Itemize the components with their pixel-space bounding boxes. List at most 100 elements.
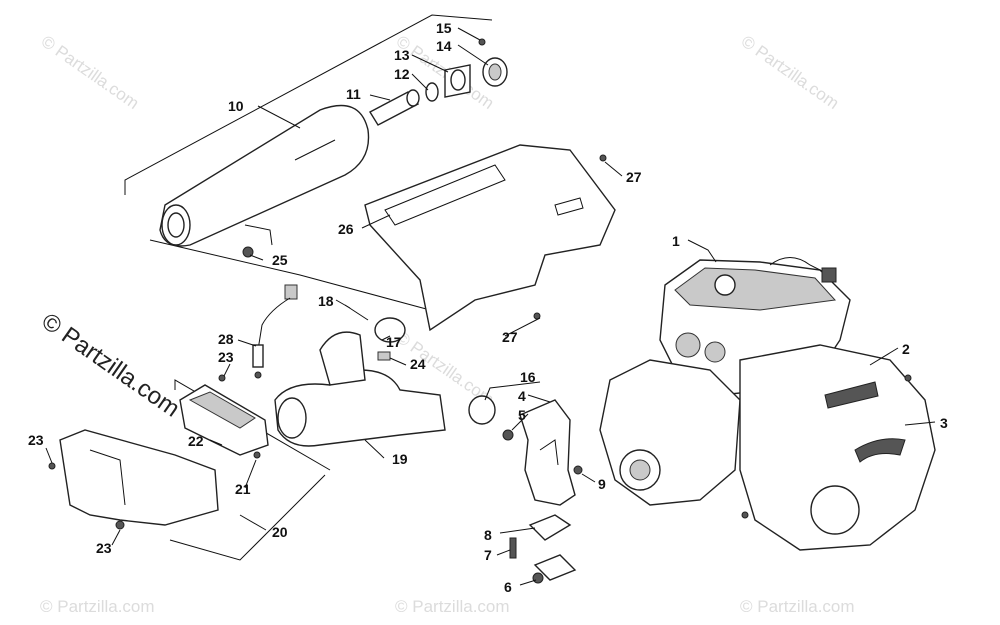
bolt-5 — [502, 429, 514, 441]
leader-8 — [499, 527, 536, 534]
leader-4 — [527, 394, 551, 403]
sensor-connector — [284, 284, 298, 300]
spark-arrestor-center — [488, 63, 502, 81]
watermark: © Partzilla.com — [40, 597, 155, 616]
watermark: © Partzilla.com — [38, 32, 143, 113]
leader-23-upper — [223, 363, 231, 377]
heat-shield — [364, 144, 616, 332]
lower-group-frame — [174, 379, 331, 471]
leader-13 — [411, 54, 449, 73]
leader-19 — [364, 439, 385, 459]
shield-bracket-top — [188, 391, 256, 429]
leader-22 — [209, 439, 223, 446]
muffler-group-frame — [124, 14, 493, 195]
leader-28 — [237, 339, 257, 347]
callout-5: 5 — [518, 407, 526, 423]
leader-2 — [869, 347, 899, 366]
callout-numbers: 10 11 12 13 14 15 27 26 25 1 2 3 16 4 5 … — [28, 20, 948, 595]
header-pipe — [274, 369, 446, 447]
intake-port — [675, 332, 701, 358]
leader-16 — [484, 381, 541, 401]
gasket-12 — [425, 82, 439, 102]
starter-gear-hub — [629, 459, 651, 481]
callout-12: 12 — [394, 66, 410, 82]
leader-23-left — [45, 447, 53, 464]
cvt-logo — [854, 438, 906, 463]
lower-shield-fold — [89, 449, 126, 506]
mount-bracket-4 — [519, 399, 576, 506]
lower-shield-group — [48, 379, 331, 561]
engine — [599, 257, 936, 551]
callout-23-left: 23 — [28, 432, 44, 448]
intake-port-2 — [704, 341, 726, 363]
cvt-bolt — [741, 511, 749, 519]
cvt-cover — [739, 344, 936, 551]
callout-23-bottom: 23 — [96, 540, 112, 556]
callout-7: 7 — [484, 547, 492, 563]
callout-20: 20 — [272, 524, 288, 540]
leader-6 — [519, 579, 537, 586]
mount-bracket-cutout — [539, 439, 559, 466]
exhaust-header — [274, 304, 514, 447]
muffler-group-frame-bottom — [149, 239, 431, 311]
leader-25 — [249, 254, 264, 261]
callout-27a: 27 — [626, 169, 642, 185]
callout-26: 26 — [338, 221, 354, 237]
leader-9 — [581, 473, 596, 483]
muffler-group — [124, 14, 508, 311]
nut-6 — [532, 572, 544, 584]
cam-cap — [714, 274, 736, 296]
callout-13: 13 — [394, 47, 410, 63]
engine-mount — [509, 399, 583, 584]
sensor-tip — [254, 371, 262, 379]
mount-base — [533, 554, 577, 581]
callout-3: 3 — [940, 415, 948, 431]
leader-26 — [361, 214, 391, 229]
sensor-wire — [257, 297, 291, 351]
crankcase — [599, 359, 741, 506]
callout-1: 1 — [672, 233, 680, 249]
screw-23-upper — [218, 374, 226, 382]
leader-5 — [511, 413, 529, 431]
leader-10 — [257, 105, 301, 129]
screw-23-bottom — [115, 520, 125, 530]
mount-pad-8 — [528, 514, 572, 541]
heat-shield-plate — [364, 144, 616, 332]
watermark: © Partzilla.com — [740, 597, 855, 616]
callout-24: 24 — [410, 356, 426, 372]
callout-16: 16 — [520, 369, 536, 385]
watermark-large: © Partzilla.com — [37, 308, 185, 423]
callout-6: 6 — [504, 579, 512, 595]
leader-20 — [239, 514, 267, 531]
leader-12 — [411, 73, 429, 91]
stud-24 — [377, 351, 391, 361]
heat-shield-slot-small — [554, 197, 584, 216]
muffler-bracket — [244, 224, 273, 246]
muffler-inlet-inner — [167, 212, 185, 238]
watermark: © Partzilla.com — [395, 597, 510, 616]
leader-1 — [687, 239, 717, 263]
heat-shield-slot — [384, 164, 506, 226]
sensor-body — [252, 344, 264, 368]
callout-23-upper: 23 — [218, 349, 234, 365]
callout-11: 11 — [346, 86, 361, 102]
callout-15: 15 — [436, 20, 452, 36]
callout-19: 19 — [392, 451, 408, 467]
leader-24 — [389, 357, 407, 366]
lower-heat-shield-20 — [59, 429, 219, 526]
callout-10: 10 — [228, 98, 244, 114]
tailpipe — [369, 91, 420, 126]
bolt-7 — [509, 537, 517, 559]
tailpipe-end — [406, 89, 420, 107]
callout-22: 22 — [188, 433, 204, 449]
valve-cover — [674, 267, 837, 311]
o2-sensor — [218, 284, 298, 382]
callout-18: 18 — [318, 293, 334, 309]
harness-connector — [821, 267, 837, 283]
muffler-seam — [294, 139, 336, 161]
gasket-17 — [374, 317, 406, 343]
callout-28: 28 — [218, 331, 234, 347]
lower-group-frame-bottom — [169, 474, 326, 561]
leader-17 — [381, 335, 391, 341]
